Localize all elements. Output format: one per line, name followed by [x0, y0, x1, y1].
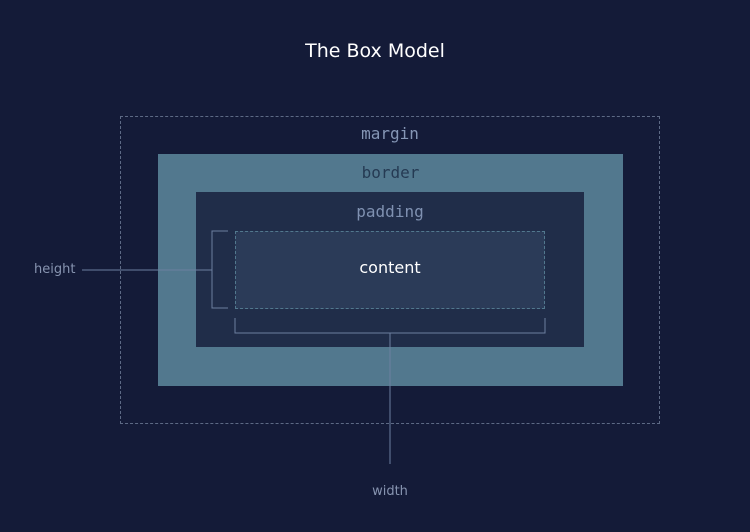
- width-bracket: [234, 318, 546, 334]
- content-area: [235, 231, 545, 309]
- padding-label: padding: [356, 202, 424, 221]
- border-label: border: [361, 163, 420, 182]
- content-label: content: [359, 258, 421, 277]
- height-bracket: [211, 230, 228, 309]
- width-label: width: [372, 484, 408, 499]
- height-label: height: [34, 262, 76, 277]
- diagram-title: The Box Model: [305, 40, 445, 62]
- margin-label: margin: [361, 124, 419, 143]
